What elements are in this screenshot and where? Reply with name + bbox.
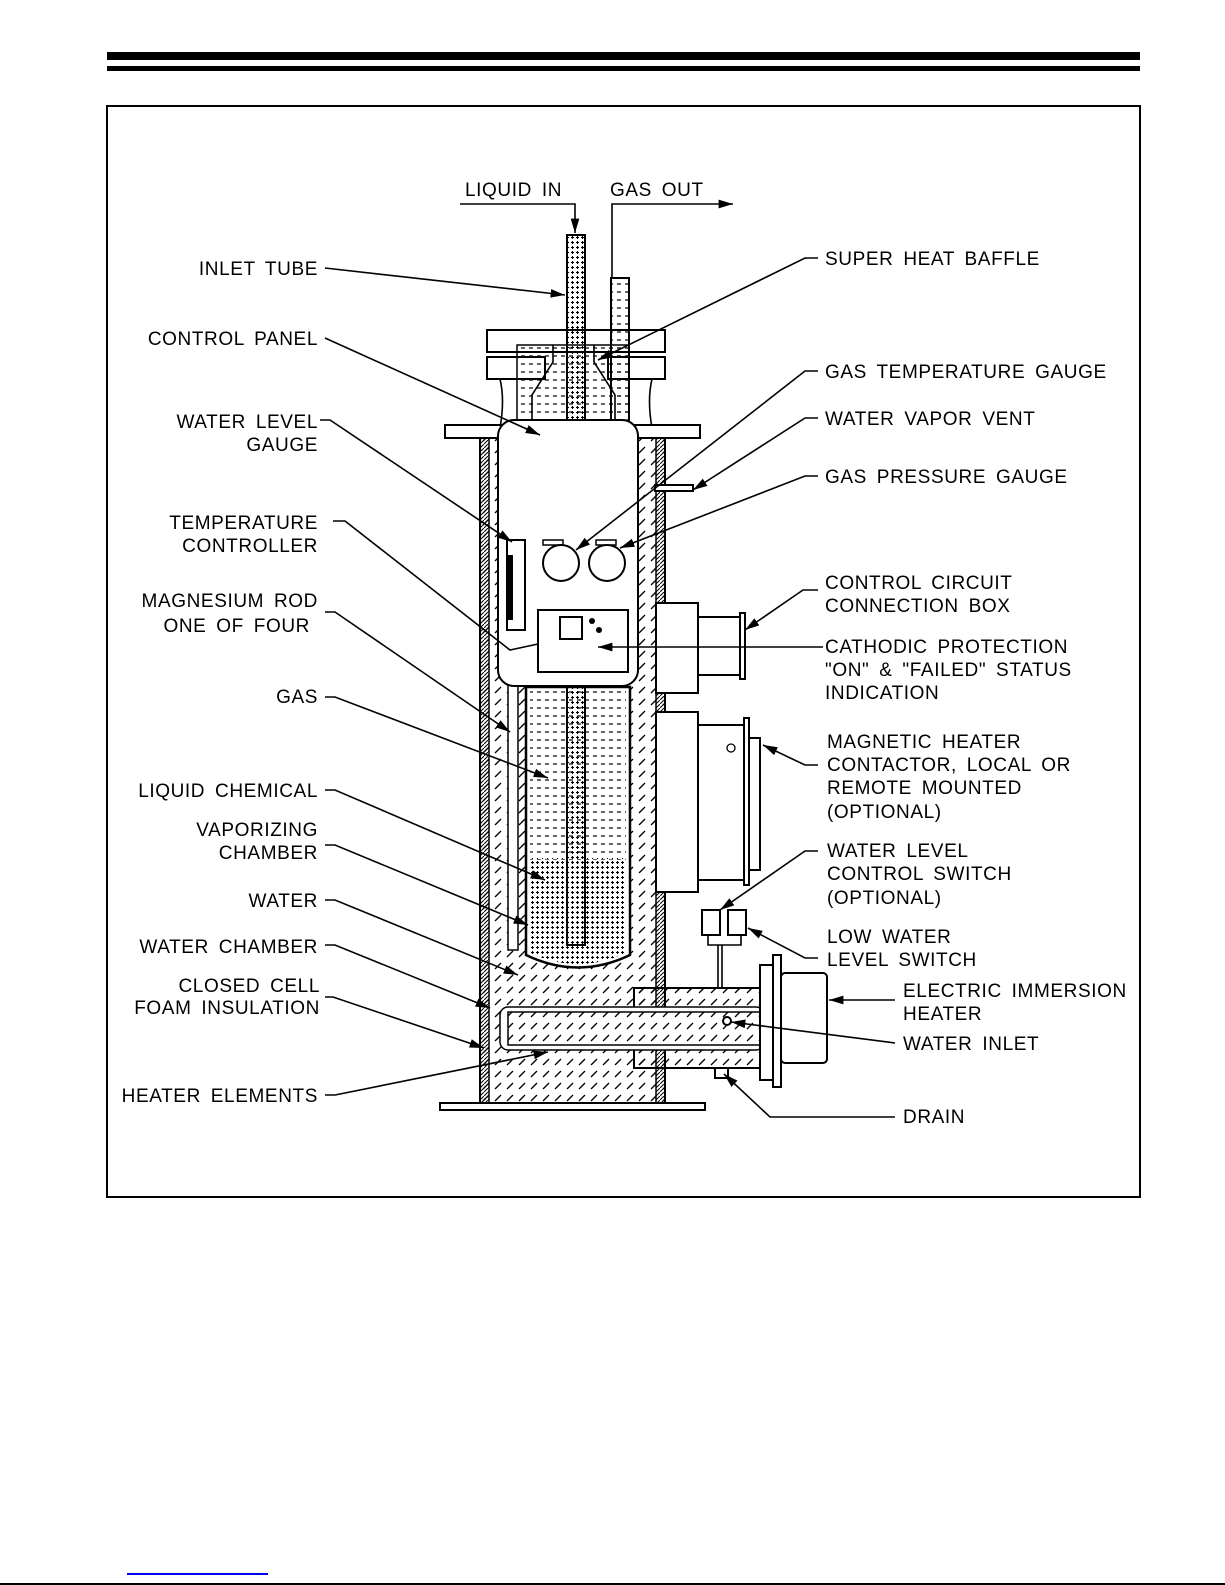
label-magnetic-heater-3: REMOTE MOUNTED [827,778,1022,799]
left-labels: INLET TUBE CONTROL PANEL WATER LEVEL GAU… [122,259,566,1107]
label-gas-pressure-gauge: GAS PRESSURE GAUGE [825,467,1068,488]
label-gas: GAS [276,687,318,708]
label-water-vapor-vent: WATER VAPOR VENT [825,409,1035,430]
footer-rule [0,1583,1225,1585]
label-cathodic-protection-1: CATHODIC PROTECTION [825,637,1068,658]
label-liquid-chemical: LIQUID CHEMICAL [138,781,318,802]
label-drain: DRAIN [903,1107,965,1128]
label-immersion-heater-2: HEATER [903,1004,982,1025]
water-level-switches [701,909,747,988]
gas-pressure-gauge [588,544,626,582]
label-control-circuit-1: CONTROL CIRCUIT [825,573,1013,594]
label-magnesium-rod-1: MAGNESIUM ROD [142,591,318,612]
water-vapor-vent [654,484,694,492]
header-rule-thick [107,52,1140,60]
right-labels: SUPER HEAT BAFFLE GAS TEMPERATURE GAUGE … [575,249,1127,1128]
control-panel [497,419,639,687]
drain [714,1067,729,1079]
label-control-panel: CONTROL PANEL [148,329,318,350]
magnetic-heater-contactor [655,711,761,893]
magnesium-rod [507,679,519,951]
label-foam-insulation-2: FOAM INSULATION [134,998,320,1019]
label-foam-insulation-1: CLOSED CELL [178,976,320,997]
label-water-chamber: WATER CHAMBER [139,937,318,958]
label-super-heat-baffle: SUPER HEAT BAFFLE [825,249,1040,270]
label-cathodic-protection-3: INDICATION [825,683,939,704]
water-inlet-port [722,1016,732,1026]
label-inlet-tube: INLET TUBE [199,259,318,280]
label-immersion-heater-1: ELECTRIC IMMERSION [903,981,1127,1002]
label-vaporizing-chamber-2: CHAMBER [219,843,318,864]
label-vaporizing-chamber-1: VAPORIZING [196,820,318,841]
control-circuit-box [655,602,746,694]
label-heater-elements: HEATER ELEMENTS [122,1086,318,1107]
label-low-water-1: LOW WATER [827,927,951,948]
vaporizing-chamber [524,685,632,969]
label-control-circuit-2: CONNECTION BOX [825,596,1011,617]
label-liquid-in: LIQUID IN [465,180,562,201]
label-temperature-controller-2: CONTROLLER [182,536,318,557]
label-magnetic-heater-4: (OPTIONAL) [827,802,942,823]
header-rule-thin [107,66,1140,71]
label-temperature-controller-1: TEMPERATURE [169,513,318,534]
label-magnetic-heater-2: CONTACTOR, LOCAL OR [827,755,1071,776]
status-indicator-failed [596,627,602,633]
label-low-water-2: LEVEL SWITCH [827,950,977,971]
gas-temperature-gauge [542,544,580,582]
label-gas-temperature-gauge: GAS TEMPERATURE GAUGE [825,362,1107,383]
label-cathodic-protection-2: "ON" & "FAILED" STATUS [825,660,1072,681]
footer-link-underline[interactable] [127,1573,268,1575]
label-water-level-switch-2: CONTROL SWITCH [827,864,1012,885]
label-magnetic-heater-1: MAGNETIC HEATER [827,732,1021,753]
label-gas-out: GAS OUT [610,180,704,201]
label-water-level-switch-3: (OPTIONAL) [827,888,942,909]
label-magnesium-rod-2: ONE OF FOUR [163,616,310,637]
label-water-inlet: WATER INLET [903,1034,1039,1055]
label-water-level-gauge-2: GAUGE [246,435,318,456]
label-water-level-gauge-1: WATER LEVEL [176,412,318,433]
status-indicator-on [589,618,595,624]
immersion-heater [499,954,828,1088]
label-water: WATER [249,891,319,912]
label-water-level-switch-1: WATER LEVEL [827,841,969,862]
figure-frame [106,105,1141,1198]
